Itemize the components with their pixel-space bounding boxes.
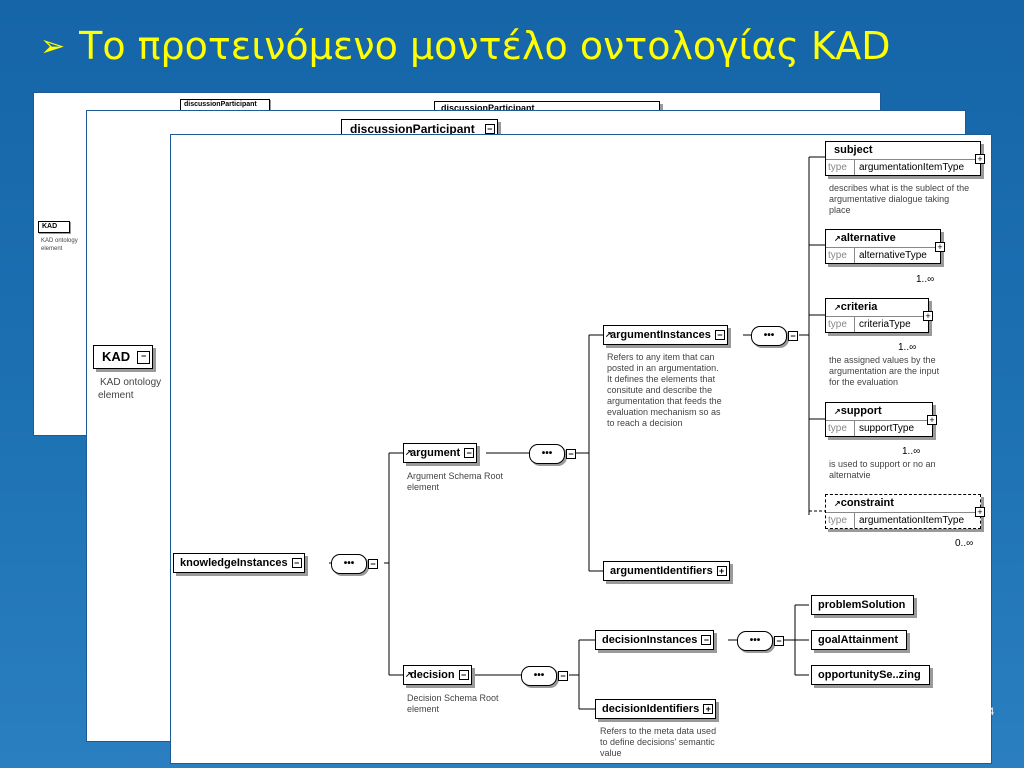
problem-solution-node[interactable]: problemSolution [811, 595, 915, 615]
decision-identifiers-note: Refers to the meta data used to define d… [600, 726, 717, 758]
constraint-cardinality: 0..∞ [955, 538, 974, 549]
collapse-icon[interactable]: − [788, 331, 798, 341]
reference-arrow-icon: ↗ [834, 303, 841, 312]
criteria-note: the assigned values by the argumentation… [829, 355, 940, 387]
argument-instances-node[interactable]: ↗ argumentInstances − [603, 325, 728, 345]
reference-arrow-icon: ↗ [405, 670, 412, 679]
reference-arrow-icon: ↗ [605, 330, 612, 339]
collapse-icon[interactable]: − [714, 330, 725, 340]
knowledge-instances-node[interactable]: knowledgeInstances − [173, 553, 305, 573]
goal-attainment-node[interactable]: goalAttainment [811, 630, 908, 650]
slide-title-text: Το προτεινόμενο μοντέλο οντολογίας KAD [79, 24, 891, 68]
collapse-icon[interactable]: − [558, 671, 568, 681]
collapse-icon[interactable]: − [458, 670, 469, 680]
kad-note-small: KAD ontology element [41, 238, 78, 252]
reference-arrow-icon: ↗ [405, 448, 412, 457]
decision-note-1: Decision Schema Root [407, 693, 499, 703]
collapse-icon[interactable]: − [368, 559, 378, 569]
diagram-connectors [329, 156, 825, 710]
sequence-compositor-argument[interactable]: ••• − [529, 444, 576, 464]
argument-node[interactable]: ↗ argument − [403, 443, 478, 463]
reference-arrow-icon: ↗ [834, 234, 841, 243]
collapse-icon[interactable]: − [701, 635, 712, 645]
sequence-compositor-root[interactable]: ••• − [331, 554, 378, 574]
collapse-icon[interactable]: − [484, 124, 495, 134]
sequence-compositor-decision[interactable]: ••• − [521, 666, 568, 686]
collapse-icon[interactable]: − [774, 636, 784, 646]
support-cardinality: 1..∞ [902, 446, 921, 457]
subject-note: describes what is the sublect of the arg… [829, 183, 970, 215]
page-number: 4 [988, 706, 995, 718]
reference-arrow-icon: ↗ [834, 499, 841, 508]
expand-icon[interactable]: + [975, 154, 985, 164]
decision-node[interactable]: ↗ decision − [403, 665, 472, 685]
sequence-compositor-decision-instances[interactable]: ••• − [737, 631, 784, 651]
expand-icon[interactable]: + [927, 415, 937, 425]
collapse-icon[interactable]: − [464, 448, 475, 458]
decision-instances-node[interactable]: decisionInstances − [595, 630, 715, 650]
alternative-cardinality: 1..∞ [916, 274, 935, 285]
criteria-cardinality: 1..∞ [898, 342, 917, 353]
argument-note-1: Argument Schema Root [407, 471, 504, 481]
sequence-compositor-argument-instances[interactable]: ••• − [751, 326, 798, 346]
collapse-icon[interactable]: − [566, 449, 576, 459]
expand-icon[interactable]: + [716, 566, 727, 576]
decision-note-2: element [407, 704, 440, 714]
opportunity-seizing-node[interactable]: opportunitySe..zing [811, 665, 930, 685]
argument-identifiers-node[interactable]: argumentIdentifiers + [603, 561, 730, 581]
expand-icon[interactable]: + [935, 242, 945, 252]
reference-arrow-icon: ↗ [834, 407, 841, 416]
argument-instances-note: Refers to any item that can posted in an… [607, 352, 722, 428]
argument-note-2: element [407, 482, 440, 492]
slide-title: ➢ Το προτεινόμενο μοντέλο οντολογίας KAD [40, 24, 890, 68]
expand-icon[interactable]: + [923, 311, 933, 321]
arrow-bullet-icon: ➢ [40, 29, 66, 64]
front-diagram-sheet: knowledgeInstances − ••• − ↗ argument − … [170, 134, 992, 764]
kad-node-small: KAD [38, 221, 71, 233]
collapse-icon[interactable]: − [137, 351, 151, 364]
kad-note-2: element [98, 390, 134, 401]
decision-identifiers-node[interactable]: decisionIdentifiers + [595, 699, 717, 719]
support-note: is used to support or no an alternatvie [829, 459, 936, 480]
kad-node: KAD − [93, 345, 154, 369]
collapse-icon[interactable]: − [291, 558, 302, 568]
expand-icon[interactable]: + [975, 507, 985, 517]
kad-note-1: KAD ontology [100, 377, 162, 388]
expand-icon[interactable]: + [703, 704, 714, 714]
